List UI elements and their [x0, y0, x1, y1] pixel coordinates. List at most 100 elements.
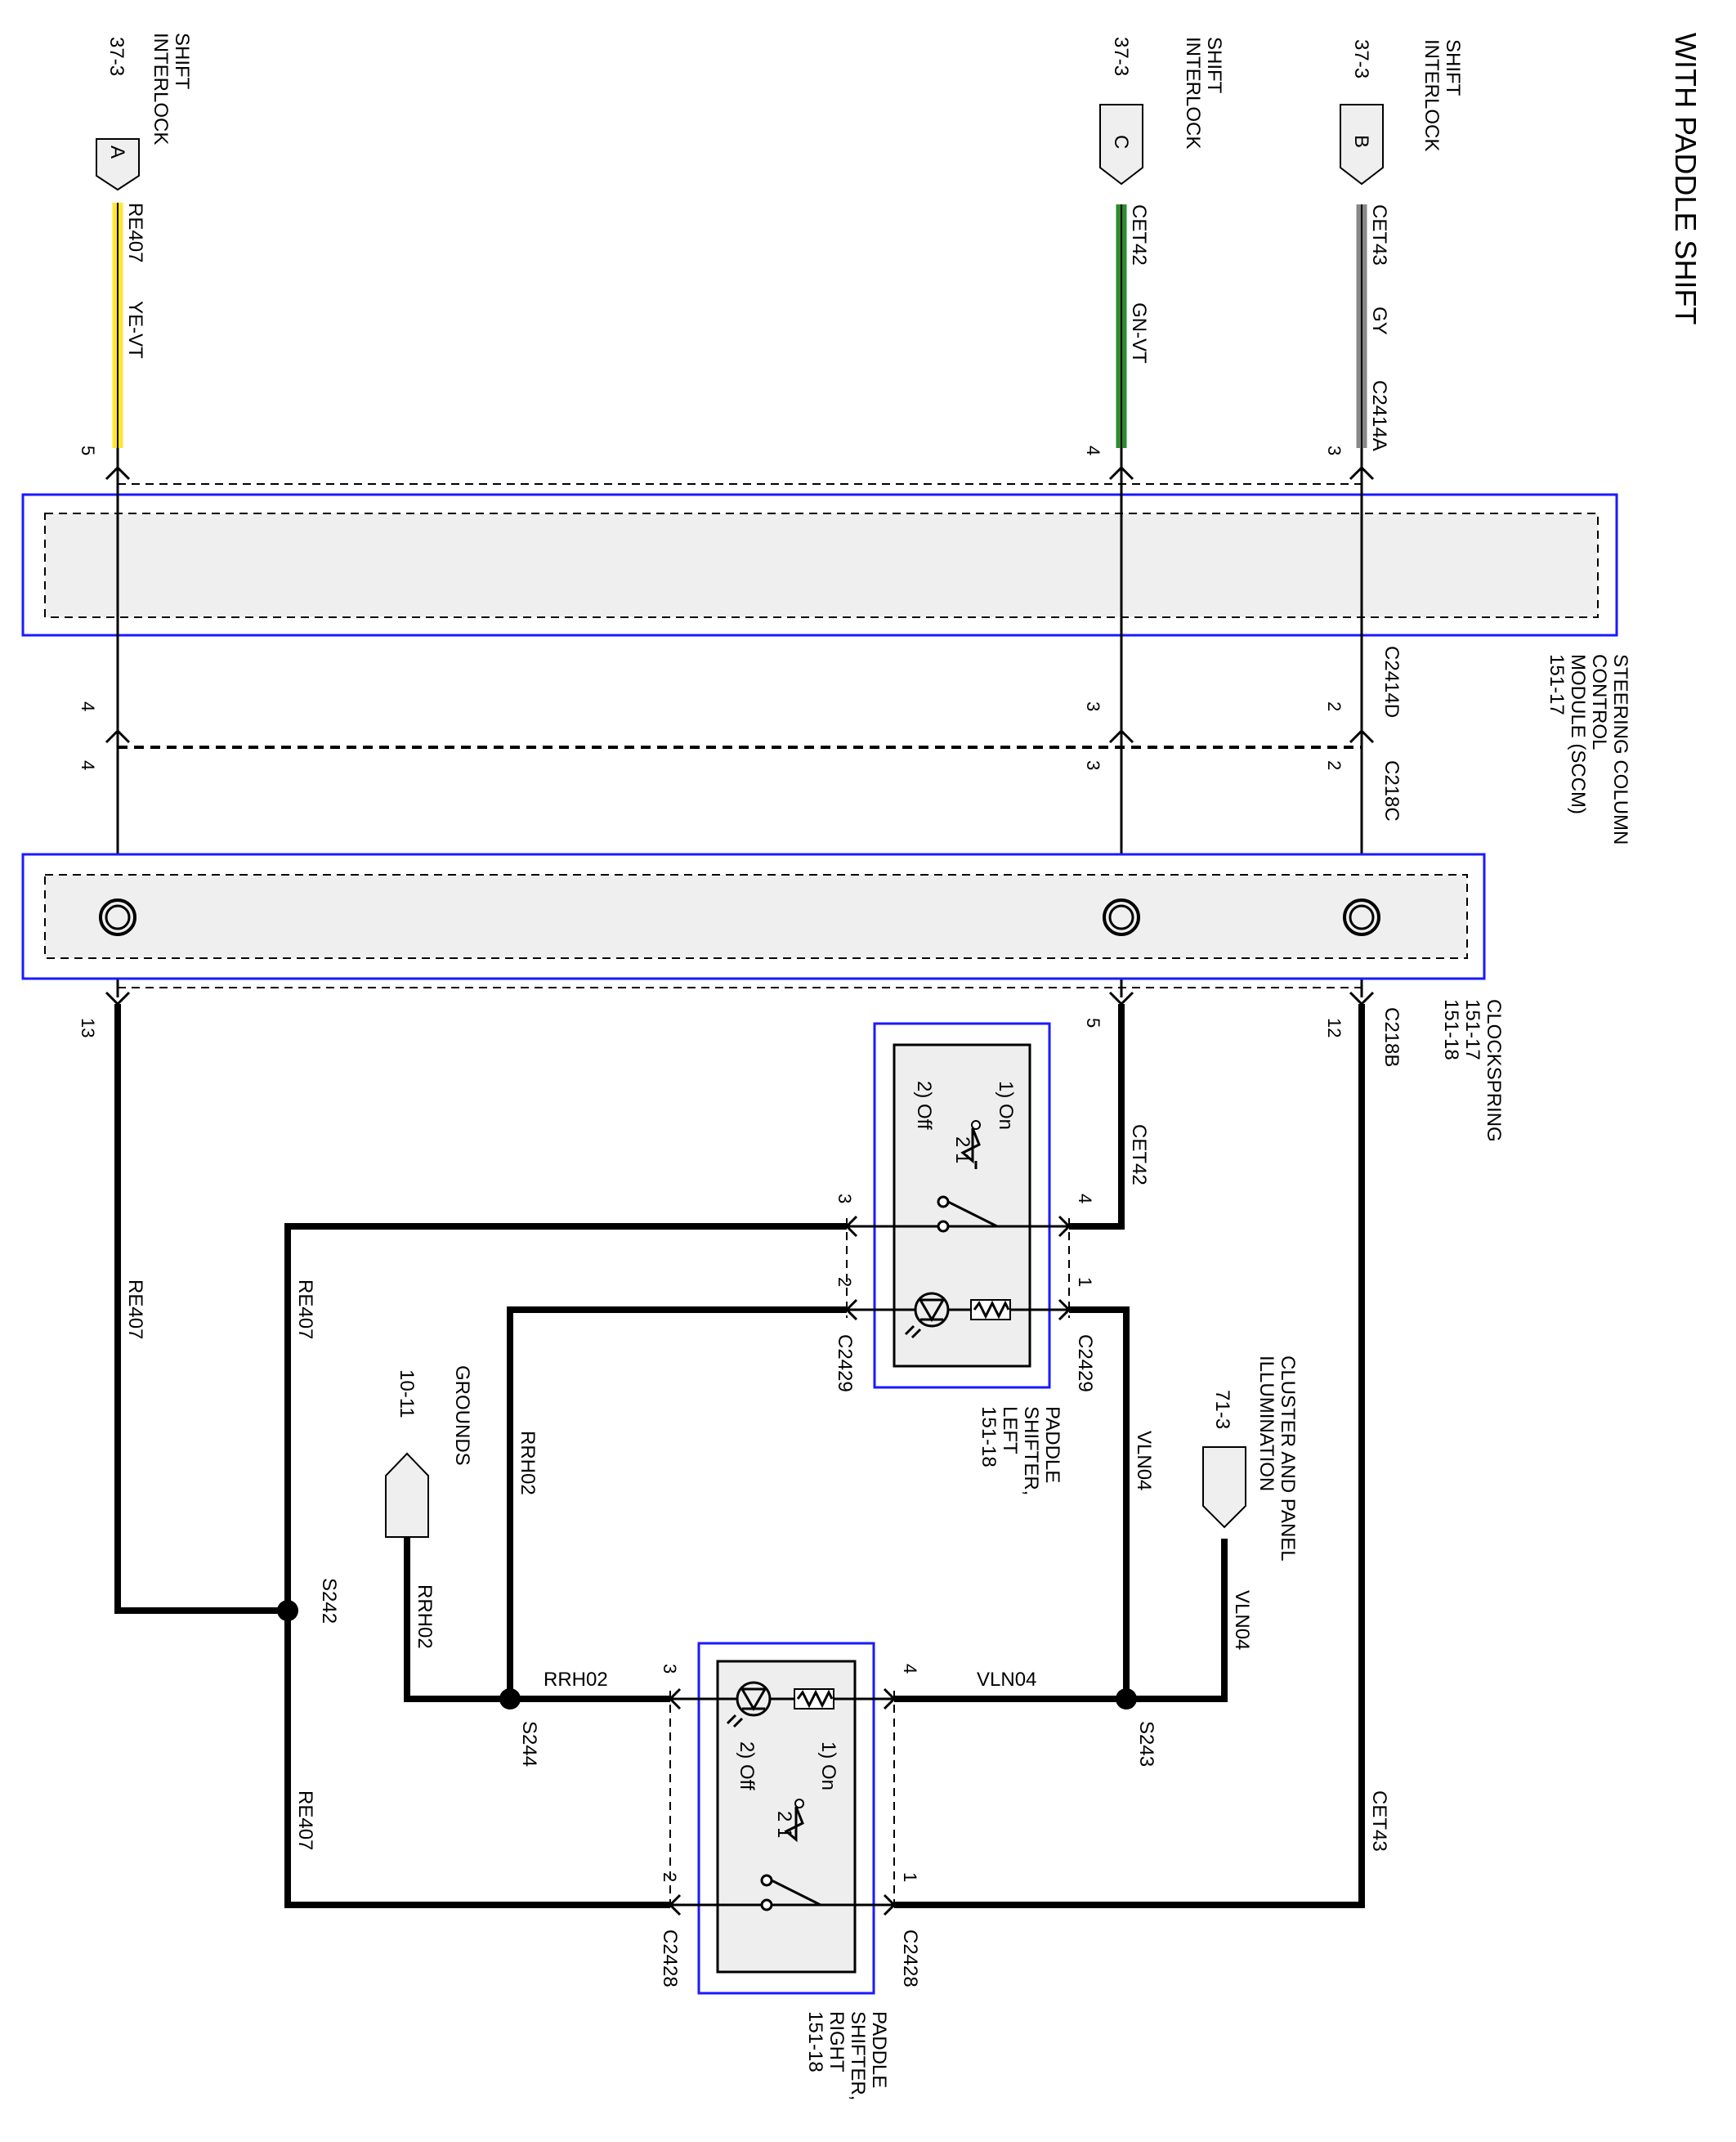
wire-label-vln04-cluster: VLN04	[1231, 1590, 1253, 1650]
clockspring-coil-3	[1343, 898, 1380, 936]
pin-c218b-3: 12	[1324, 1018, 1345, 1037]
pin-c218b-2: 5	[1083, 1018, 1103, 1028]
clockspring-name-line3: 151-18	[1440, 999, 1462, 1060]
paddle-left-positions: 2 1	[951, 1136, 973, 1163]
wire-re407-paddle	[284, 1223, 847, 1908]
pin-c218c-1: 4	[78, 760, 98, 770]
connector-c218b: C218B	[1380, 1007, 1403, 1067]
offpage-letter-b: B	[1350, 135, 1372, 148]
pin-sccm-top-2: 4	[1083, 446, 1103, 455]
offpage-c-line1: SHIFT	[1203, 37, 1225, 94]
offpage-connector-b[interactable]	[1340, 104, 1384, 186]
offpage-connector-a[interactable]	[96, 138, 140, 191]
pin-c218c-3: 2	[1324, 760, 1345, 770]
offpage-connector-grounds[interactable]	[385, 1452, 429, 1538]
splice-s243	[1116, 1688, 1137, 1710]
pin-right-paddle-3: 3	[660, 1664, 680, 1674]
wire-color-ye-vt: YE-VT	[124, 301, 146, 359]
wire-re407	[114, 1004, 288, 1614]
connector-c2429-right: C2429	[1074, 1334, 1096, 1392]
wire-rrh02	[507, 1306, 847, 1699]
connector-c2414a: C2414A	[1368, 380, 1390, 451]
clockspring-name-line1: CLOCKSPRING	[1483, 999, 1505, 1142]
splice-s242	[277, 1600, 298, 1621]
offpage-c-line2: INTERLOCK	[1182, 37, 1204, 149]
paddle-left-name-line2: SHIFTER,	[1020, 1406, 1042, 1495]
splice-label-s242: S242	[318, 1578, 340, 1624]
connector-c2414d: C2414D	[1380, 646, 1403, 718]
offpage-letter-c: C	[1110, 135, 1132, 149]
connector-c2428-right: C2428	[899, 1929, 921, 1987]
pin-right-paddle-2: 2	[660, 1872, 680, 1882]
connector-c2429-left: C2429	[834, 1334, 856, 1392]
wire-label-cet43: CET43	[1368, 1790, 1390, 1852]
wire-label-re407-left: RE407	[124, 1279, 146, 1339]
offpage-b-line1: SHIFT	[1442, 39, 1464, 96]
offpage-a-line1: SHIFT	[171, 33, 193, 90]
paddle-left-name-line4: 151-18	[978, 1406, 1000, 1468]
paddle-left-name-line1: PADDLE	[1041, 1406, 1063, 1483]
wire-label-rrh02-upper: RRH02	[517, 1431, 539, 1495]
offpage-letter-a: A	[106, 146, 128, 159]
paddle-right-positions: 2 1	[773, 1811, 795, 1838]
wire-label-re407-lower: RE407	[294, 1790, 316, 1850]
paddle-left-name-line3: LEFT	[999, 1406, 1021, 1454]
pin-left-paddle-4: 4	[1075, 1194, 1095, 1203]
offpage-b-line2: INTERLOCK	[1421, 39, 1443, 151]
offpage-b-ref: 37-3	[1350, 39, 1372, 78]
splice-label-s243: S243	[1135, 1721, 1157, 1767]
grounds-line1: GROUNDS	[451, 1365, 473, 1466]
wire-label-re407-top: RE407	[124, 203, 146, 262]
paddle-right-off-label: 2) Off	[736, 1741, 758, 1790]
wire-vln04	[1069, 1306, 1130, 1699]
sccm-name-line3: MODULE (SCCM)	[1567, 654, 1589, 814]
pin-sccm-bottom-3: 2	[1324, 701, 1345, 711]
pin-left-paddle-2: 2	[834, 1277, 855, 1287]
paddle-left-switch-icon	[937, 1120, 998, 1233]
offpage-c-ref: 37-3	[1110, 37, 1132, 76]
pin-sccm-top-1: 5	[78, 446, 98, 455]
cluster-ref: 71-3	[1211, 1390, 1233, 1429]
pin-right-paddle-4: 4	[900, 1664, 920, 1674]
grounds-ref: 10-11	[396, 1369, 418, 1418]
pin-c218c-2: 3	[1083, 760, 1103, 770]
clockspring-name-line2: 151-17	[1461, 999, 1483, 1060]
offpage-connector-c[interactable]	[1099, 104, 1143, 186]
splice-label-s244: S244	[518, 1721, 540, 1767]
paddle-right-name-line1: PADDLE	[868, 2011, 890, 2088]
paddle-left-led-icon	[904, 1292, 950, 1339]
paddle-left-on-label: 1) On	[995, 1081, 1017, 1130]
paddle-left-off-label: 2) Off	[913, 1081, 935, 1130]
wire-rrh02-right-paddle	[404, 1537, 670, 1702]
pin-left-paddle-3: 3	[834, 1194, 855, 1203]
paddle-left-resistor-icon	[970, 1299, 1011, 1320]
paddle-right-name-line2: SHIFTER,	[847, 2011, 869, 2100]
pin-left-paddle-1: 1	[1075, 1277, 1095, 1287]
paddle-right-led-icon	[726, 1681, 772, 1728]
wire-label-cet43-top: CET43	[1368, 204, 1390, 266]
wire-label-vln04-upper: VLN04	[1133, 1431, 1155, 1490]
offpage-connector-cluster[interactable]	[1202, 1446, 1246, 1529]
paddle-right-switch-icon	[760, 1799, 821, 1911]
pin-sccm-bottom-2: 3	[1083, 701, 1103, 711]
paddle-right-name-line4: 151-18	[804, 2011, 826, 2073]
wire-label-re407-mid: RE407	[294, 1279, 316, 1339]
wire-label-rrh02-horiz: RRH02	[544, 1669, 608, 1691]
offpage-a-line2: INTERLOCK	[150, 33, 172, 145]
pin-sccm-bottom-1: 4	[78, 701, 98, 711]
wire-label-rrh02-ground: RRH02	[414, 1584, 436, 1649]
sccm-name-line2: CONTROL	[1588, 654, 1610, 750]
diagram-title: WITH PADDLE SHIFT	[1669, 33, 1702, 325]
wire-cet43	[894, 1004, 1365, 1908]
splice-s244	[499, 1688, 521, 1710]
clockspring-coil-2	[1103, 898, 1140, 936]
sccm-name-line1: STEERING COLUMN	[1609, 654, 1631, 845]
wire-label-vln04-horiz: VLN04	[977, 1669, 1036, 1691]
wire-color-gy: GY	[1368, 307, 1390, 335]
pin-right-paddle-1: 1	[900, 1872, 920, 1882]
paddle-right-resistor-icon	[794, 1688, 834, 1710]
wire-cet42	[1069, 1004, 1125, 1230]
paddle-right-name-line3: RIGHT	[825, 2011, 848, 2073]
wire-color-gn-vt: GN-VT	[1128, 302, 1150, 364]
